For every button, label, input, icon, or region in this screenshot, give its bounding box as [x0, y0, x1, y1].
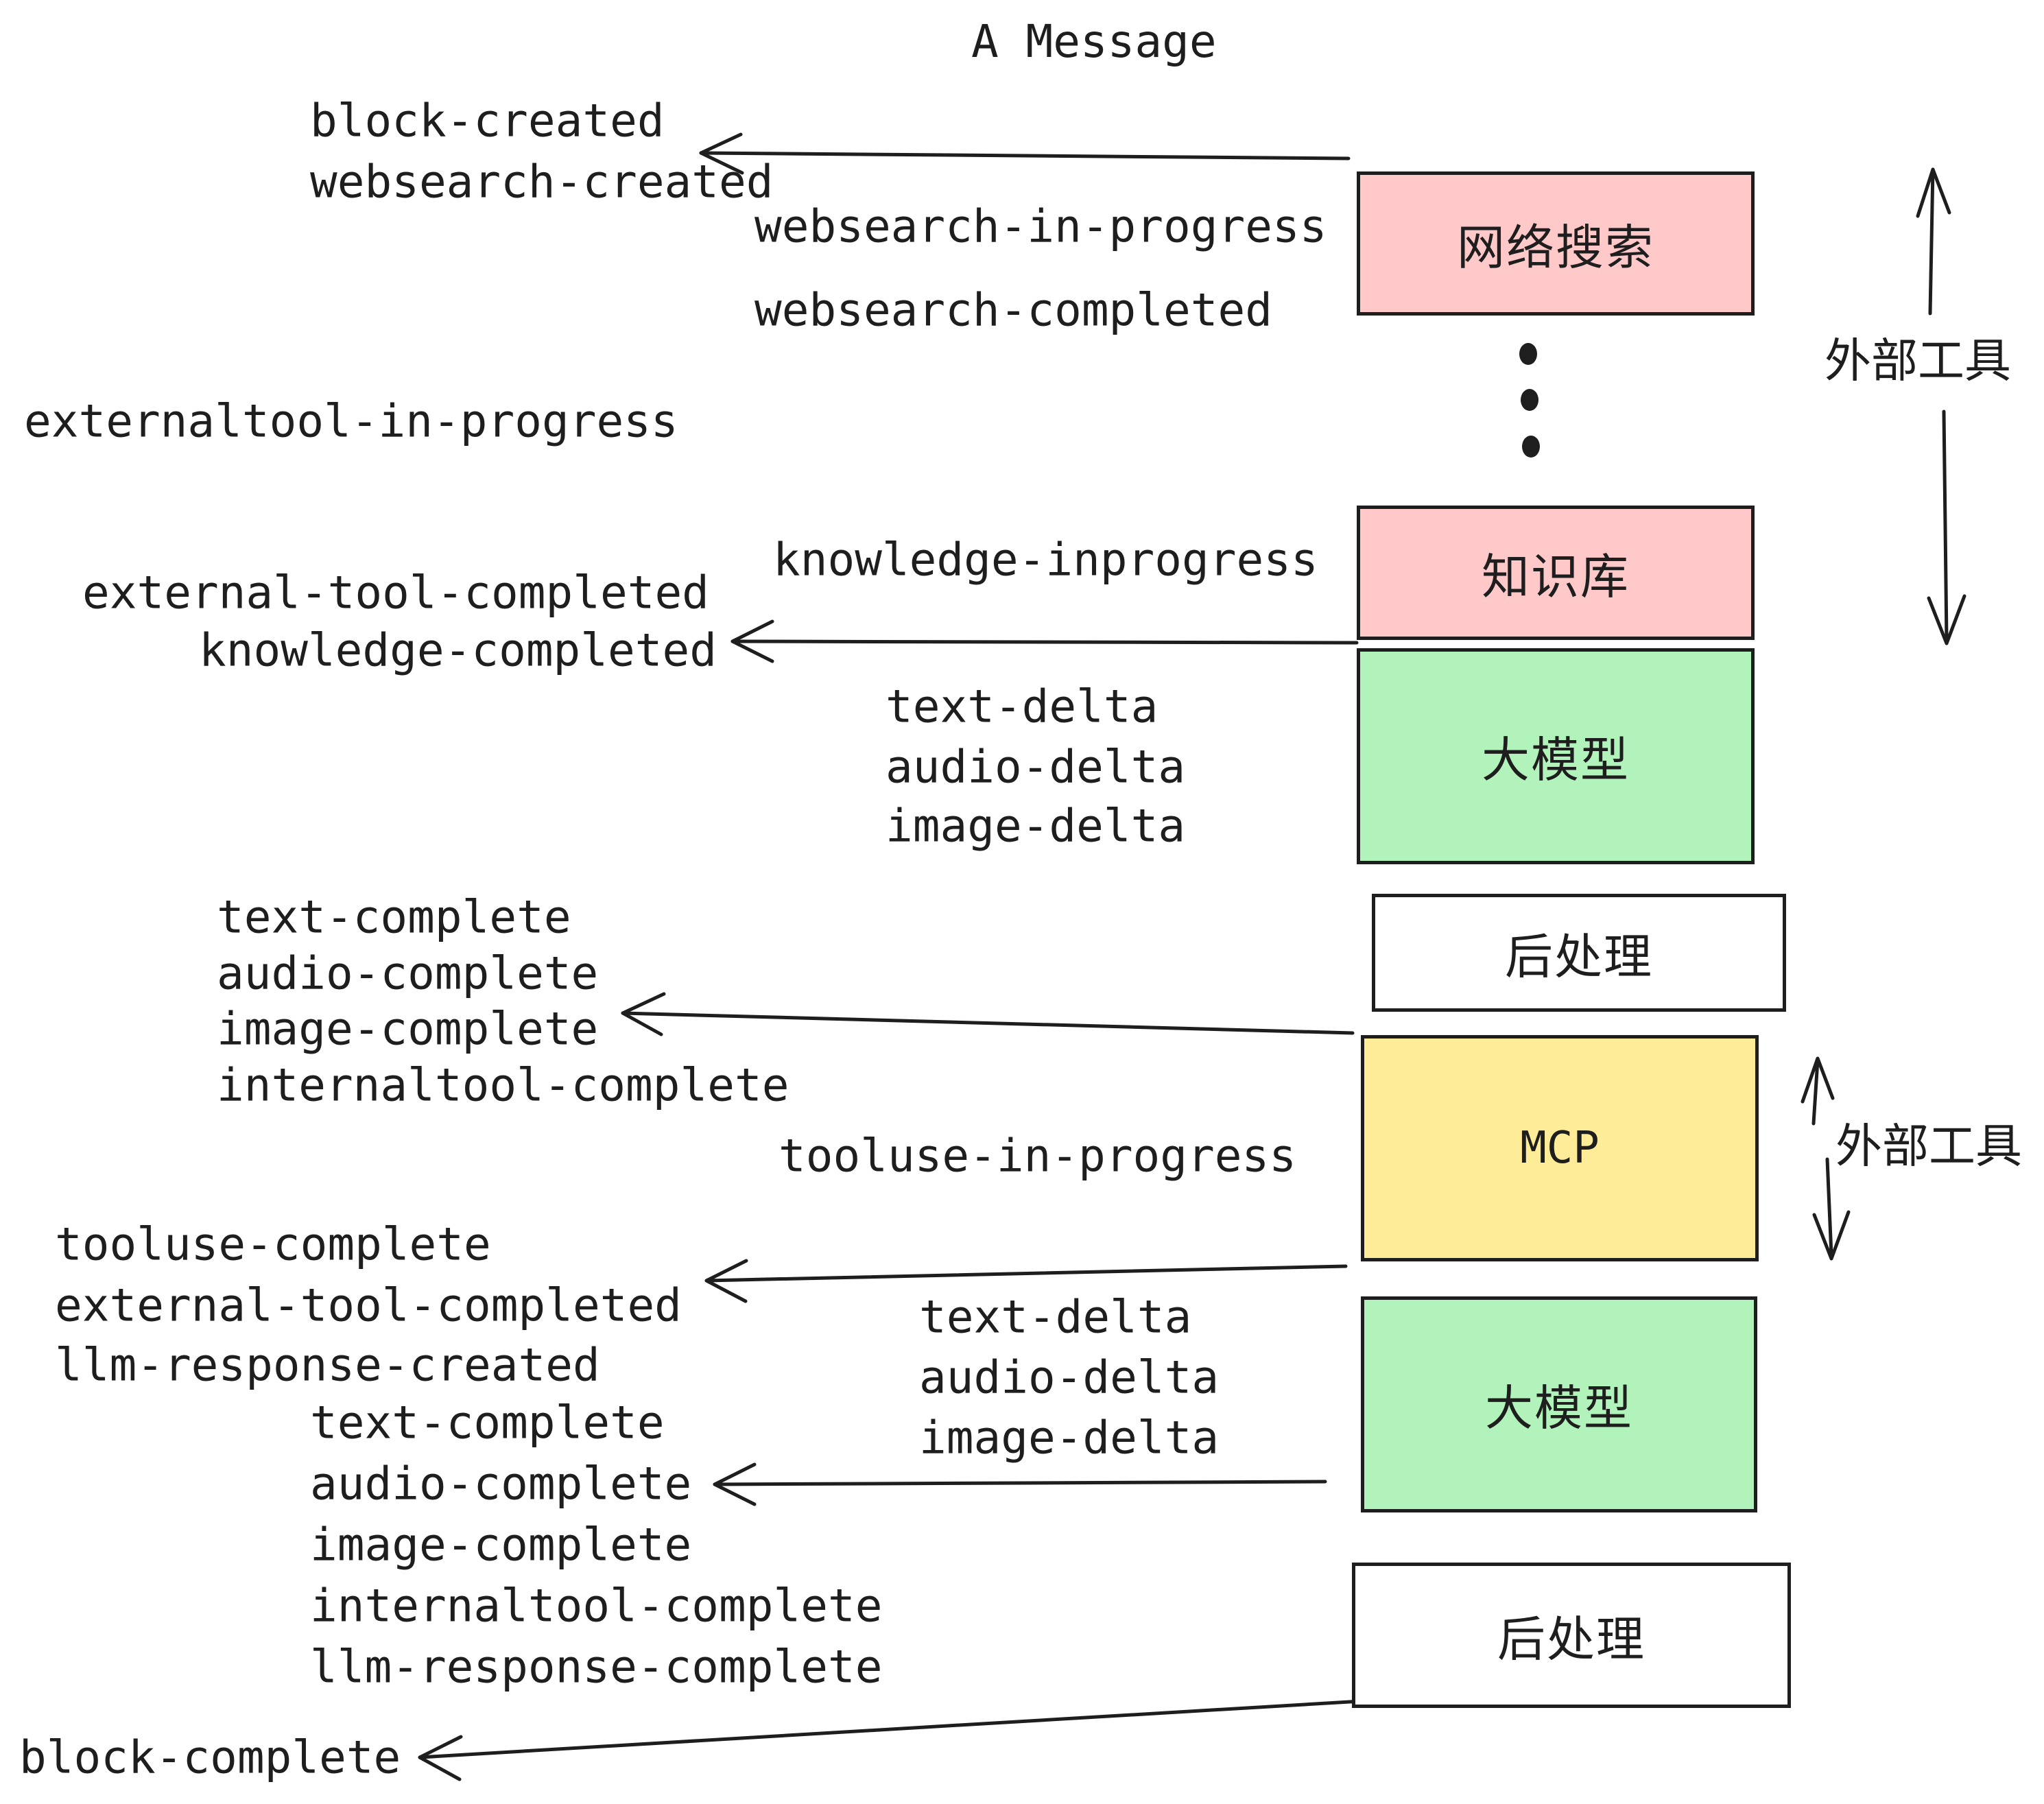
event-audio-delta-2: audio-delta — [919, 1351, 1220, 1404]
event-llm-response-created: llm-response-created — [55, 1338, 600, 1392]
arrow-to-websearch-created — [699, 132, 1351, 175]
event-tooluse-complete: tooluse-complete — [55, 1218, 491, 1271]
event-audio-complete-2: audio-complete — [310, 1457, 692, 1510]
event-block-created: block-created — [310, 94, 665, 147]
event-text-complete-1: text-complete — [217, 890, 571, 944]
event-llm-response-complete: llm-response-complete — [310, 1640, 883, 1694]
event-external-tool-completed-2: external-tool-completed — [55, 1279, 682, 1332]
box-llm-1: 大模型 — [1357, 648, 1755, 864]
box-post-1: 后处理 — [1372, 894, 1786, 1012]
label-external-tools-top: 外部工具 — [1825, 335, 2012, 388]
event-knowledge-inprogress: knowledge-inprogress — [773, 533, 1318, 586]
event-external-tool-completed-1: external-tool-completed — [82, 566, 709, 619]
diagram-title: A Message — [971, 15, 1217, 68]
ellipsis-dots — [1519, 343, 1540, 458]
event-audio-delta-1: audio-delta — [886, 740, 1186, 794]
event-image-complete-2: image-complete — [310, 1518, 692, 1571]
event-websearch-created: websearch-created — [310, 155, 774, 209]
event-externaltool-in-progress: externaltool-in-progress — [24, 394, 678, 448]
event-tooluse-in-progress: tooluse-in-progress — [779, 1129, 1296, 1183]
arrow-to-external-tool-completed — [704, 1259, 1348, 1303]
event-block-complete: block-complete — [19, 1731, 401, 1784]
box-knowledge: 知识库 — [1357, 506, 1755, 640]
box-mcp-label: MCP — [1520, 1123, 1600, 1174]
arrow-to-audio-complete — [713, 1462, 1327, 1506]
box-knowledge-label: 知识库 — [1482, 549, 1630, 604]
event-websearch-completed: websearch-completed — [754, 283, 1272, 337]
event-image-complete-1: image-complete — [217, 1002, 599, 1056]
label-external-tools-mcp: 外部工具 — [1835, 1120, 2023, 1173]
box-post-2-label: 后处理 — [1497, 1612, 1645, 1666]
event-websearch-in-progress: websearch-in-progress — [754, 200, 1327, 253]
external-tools-span-arrow-mcp — [1801, 1056, 1851, 1261]
box-llm-1-label: 大模型 — [1482, 733, 1630, 787]
arrow-to-knowledge-completed — [730, 619, 1359, 663]
event-internaltool-complete-2: internaltool-complete — [310, 1579, 883, 1633]
box-llm-2: 大模型 — [1361, 1296, 1757, 1512]
box-mcp: MCP — [1361, 1035, 1759, 1261]
event-text-delta-1: text-delta — [886, 680, 1158, 733]
event-text-delta-2: text-delta — [919, 1290, 1192, 1344]
event-internaltool-complete-1: internaltool-complete — [217, 1058, 789, 1112]
box-websearch: 网络搜索 — [1357, 171, 1755, 316]
external-tools-span-arrow-top — [1916, 167, 1966, 645]
event-image-delta-2: image-delta — [919, 1411, 1220, 1464]
box-llm-2-label: 大模型 — [1485, 1381, 1633, 1435]
event-audio-complete-1: audio-complete — [217, 947, 599, 1000]
box-post-2: 后处理 — [1352, 1563, 1791, 1708]
event-knowledge-completed: knowledge-completed — [199, 624, 717, 677]
box-post-1-label: 后处理 — [1505, 929, 1653, 984]
arrow-to-image-complete — [621, 992, 1355, 1036]
box-websearch-label: 网络搜索 — [1457, 220, 1654, 274]
event-image-delta-1: image-delta — [886, 799, 1186, 853]
event-text-complete-2: text-complete — [310, 1396, 665, 1449]
arrow-to-block-complete — [418, 1699, 1364, 1781]
